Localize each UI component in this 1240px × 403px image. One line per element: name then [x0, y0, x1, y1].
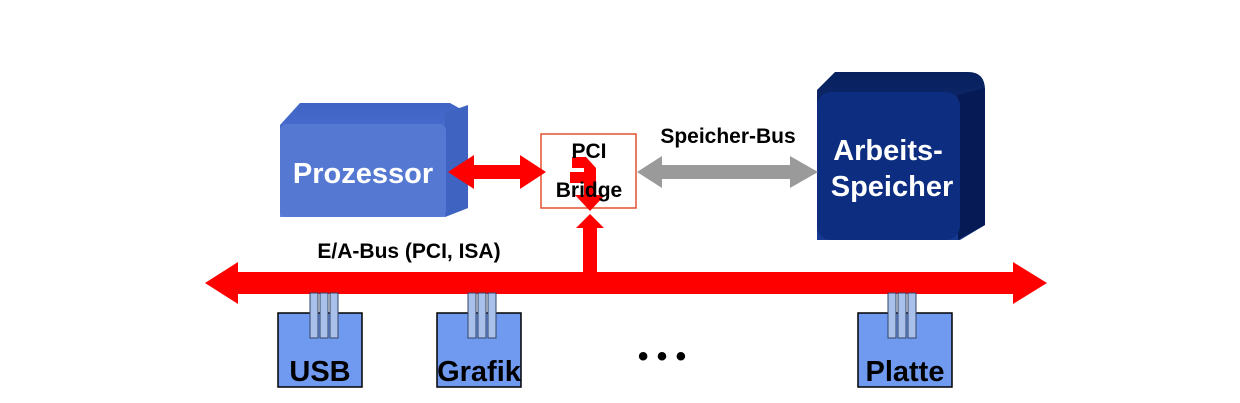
device-label-platte: Platte — [866, 356, 945, 388]
memory-bus-arrow — [637, 156, 818, 188]
device-platte: Platte — [857, 292, 953, 388]
device-label-usb: USB — [289, 356, 350, 388]
processor-label: Prozessor — [293, 158, 433, 190]
grafik-slot-connectors — [467, 292, 497, 339]
io-bus-label: E/A-Bus (PCI, ISA) — [317, 240, 500, 263]
ellipsis: • • • — [638, 340, 686, 373]
pci-bridge-label-line2: Bridge — [556, 179, 623, 202]
processor-bridge-arrow — [448, 155, 546, 189]
platte-slot-connectors — [887, 292, 917, 339]
memory-label-line2: Speicher — [831, 171, 954, 203]
device-label-grafik: Grafik — [437, 356, 522, 388]
memory-block: Arbeits- Speicher — [817, 72, 985, 240]
memory-label-line1: Arbeits- — [833, 135, 943, 167]
device-grafik: Grafik — [436, 292, 522, 388]
io-bus-arrow — [205, 262, 1047, 304]
pci-bridge-label-line1: PCI — [571, 140, 606, 163]
device-usb: USB — [277, 292, 363, 388]
memory-bus-label: Speicher-Bus — [660, 125, 795, 148]
usb-slot-connectors — [309, 292, 339, 339]
bridge-to-io-bus-arrow — [570, 157, 605, 272]
processor-block: Prozessor — [280, 103, 468, 217]
